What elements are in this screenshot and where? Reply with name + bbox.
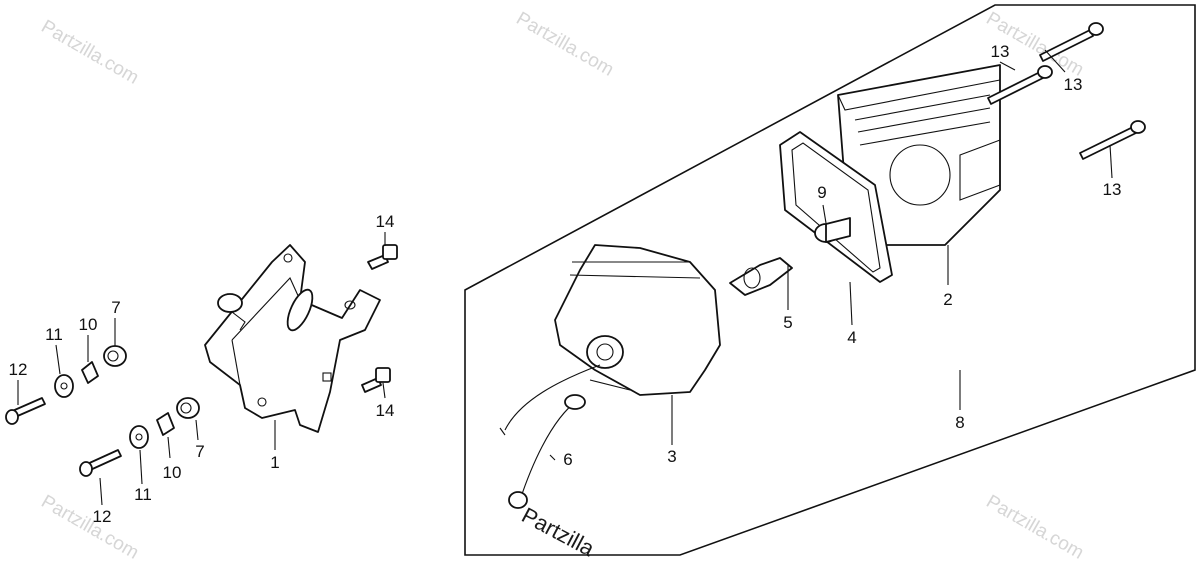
collar-10-lower: [156, 412, 175, 436]
callout-6: 6: [563, 450, 572, 469]
callout-12-upper: 12: [9, 360, 28, 379]
nut-7-lower: [176, 397, 200, 419]
bolt-12-upper: [5, 397, 46, 425]
callout-2: 2: [943, 290, 952, 309]
bolt-14-upper: [367, 244, 398, 270]
screw-13-lower: [1079, 120, 1146, 160]
callout-8: 8: [955, 413, 964, 432]
callout-5: 5: [783, 313, 792, 332]
socket-part-5: [729, 257, 793, 296]
wire-part-6: [499, 364, 601, 509]
callout-4: 4: [847, 328, 856, 347]
gasket-part-4: [779, 131, 893, 283]
callout-1: 1: [270, 453, 279, 472]
callout-14-upper: 14: [376, 212, 395, 231]
callout-12-lower: 12: [93, 507, 112, 526]
watermark-bottom-center: Partzilla: [518, 502, 599, 561]
callout-3: 3: [667, 447, 676, 466]
washer-11-lower: [129, 425, 149, 449]
leader-lines: [17, 49, 1113, 506]
bolt-14-lower: [361, 367, 391, 393]
nut-7-upper: [103, 345, 127, 367]
callout-13-left: 13: [991, 42, 1010, 61]
callout-13-bottom: 13: [1103, 180, 1122, 199]
assembly-outline: [464, 4, 1196, 556]
washer-11-upper: [54, 374, 74, 398]
watermark-bottom-right: Partzilla.com: [983, 491, 1088, 564]
bolt-12-lower: [79, 449, 122, 477]
callout-9: 9: [817, 183, 826, 202]
bulb-part-9: [814, 217, 851, 243]
callout-labels: 1 2 3 4 5 6 7 7 8 9 10 10 11 11 12 12 13…: [9, 42, 1122, 526]
callout-11-upper: 11: [45, 325, 63, 344]
case-part-3: [554, 244, 721, 396]
watermark-top-center: Partzilla.com: [513, 8, 618, 81]
callout-7-upper: 7: [111, 298, 120, 317]
bracket-part-1: [204, 244, 381, 433]
screw-13-top: [1039, 22, 1104, 62]
callout-14-lower: 14: [376, 401, 395, 420]
screw-13-middle: [987, 65, 1053, 105]
callout-13-right: 13: [1064, 75, 1083, 94]
callout-10-upper: 10: [79, 315, 98, 334]
watermark-top-left: Partzilla.com: [38, 16, 143, 89]
callout-10-lower: 10: [163, 463, 182, 482]
watermark-bottom-left: Partzilla.com: [38, 491, 143, 564]
callout-11-lower: 11: [134, 485, 152, 504]
callout-7-lower: 7: [195, 442, 204, 461]
collar-10-upper: [81, 361, 99, 384]
